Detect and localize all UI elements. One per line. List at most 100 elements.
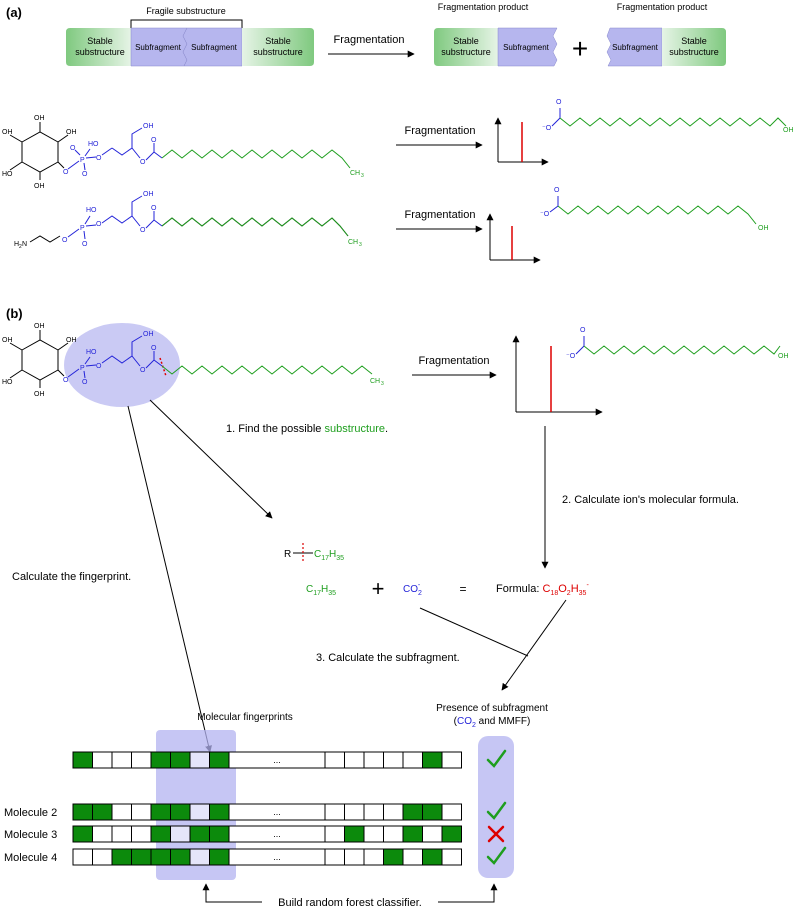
fingerprint-row: Molecule 3... xyxy=(4,825,505,843)
fingerprint-bit-on xyxy=(189,825,210,843)
step1-text: 1. Find the possible substructure. xyxy=(226,423,388,435)
svg-text:O: O xyxy=(96,155,102,162)
fingerprint-bit-on xyxy=(150,803,171,821)
step2-text: 2. Calculate ion's molecular formula. xyxy=(562,494,739,506)
fingerprint-bit-on xyxy=(402,803,423,821)
fingerprint-bit-on xyxy=(441,825,462,843)
row2-fragmentation-label: Fragmentation xyxy=(405,209,476,221)
svg-text:+: + xyxy=(372,576,385,601)
svg-text:HO: HO xyxy=(2,171,13,178)
fragile-substructure-label: Fragile substructure xyxy=(146,6,226,16)
svg-text:OH: OH xyxy=(2,129,13,136)
fingerprint-bit-off xyxy=(441,751,462,769)
fingerprint-bit-off xyxy=(170,825,191,843)
svg-text:OH: OH xyxy=(34,391,45,398)
fingerprint-bit-on xyxy=(402,825,423,843)
fingerprint-bit-off xyxy=(363,803,384,821)
row1-fragmentation-label: Fragmentation xyxy=(405,125,476,137)
svg-text:3: 3 xyxy=(359,242,362,248)
fingerprint-bit-off xyxy=(131,825,152,843)
fingerprint-bit-off xyxy=(383,751,404,769)
fingerprint-bit-on xyxy=(150,848,171,866)
svg-text:⁻O: ⁻O xyxy=(542,125,552,132)
fingerprint-bit-off xyxy=(189,751,210,769)
fingerprint-row: ... xyxy=(72,749,507,769)
fingerprint-bit-on xyxy=(344,825,365,843)
presence-title-1: Presence of subfragment xyxy=(436,703,548,714)
svg-text:O: O xyxy=(96,221,102,228)
svg-text:O: O xyxy=(151,205,157,212)
fingerprint-bit-off xyxy=(72,848,93,866)
fingerprint-bit-on xyxy=(131,848,152,866)
fingerprint-ellipsis: ... xyxy=(273,852,281,862)
fingerprint-bit-off xyxy=(363,751,384,769)
svg-text:CH: CH xyxy=(350,170,360,177)
svg-text:O: O xyxy=(82,241,88,248)
fingerprint-bit-off xyxy=(111,825,132,843)
molecule-label: Molecule 2 xyxy=(4,807,57,819)
fingerprint-bit-on xyxy=(72,803,93,821)
svg-text:O: O xyxy=(140,367,146,374)
panel-b-label: (b) xyxy=(6,306,23,321)
product-block-1: Stable substructure Subfragment xyxy=(434,27,558,67)
fingerprint-bit-off xyxy=(189,803,210,821)
fingerprint-bit-off xyxy=(324,825,345,843)
svg-text:OH: OH xyxy=(783,127,794,134)
svg-text:OH: OH xyxy=(143,123,154,130)
check-icon xyxy=(486,846,507,865)
svg-text:O: O xyxy=(82,379,88,386)
svg-text:O: O xyxy=(580,327,586,334)
fingerprint-bit-off xyxy=(422,825,443,843)
svg-text:P: P xyxy=(80,365,85,372)
svg-text:⁻O: ⁻O xyxy=(540,211,550,218)
fingerprint-bit-on xyxy=(209,803,230,821)
fingerprint-bit-off xyxy=(441,848,462,866)
prod1-stable-line2: substructure xyxy=(441,47,491,57)
classifier-label-bg xyxy=(262,895,438,909)
subfragment-right: Subfragment xyxy=(191,43,238,52)
fingerprint-ellipsis: ... xyxy=(273,807,281,817)
svg-text:C17H35: C17H35 xyxy=(306,584,336,597)
prod2-stable-line1: Stable xyxy=(681,36,707,46)
svg-text:O: O xyxy=(554,187,560,194)
fingerprint-bit-off xyxy=(92,825,113,843)
svg-text:OH: OH xyxy=(2,337,13,344)
fingerprint-bit-on xyxy=(150,825,171,843)
fingerprint-bit-off xyxy=(383,825,404,843)
svg-text:C17H35: C17H35 xyxy=(314,549,344,562)
svg-text:O: O xyxy=(63,169,69,176)
fragile-bracket xyxy=(130,19,243,28)
r-cleavage: R C17H35 xyxy=(284,543,344,562)
svg-text:CO2-: CO2- xyxy=(403,582,422,597)
step3-arrow xyxy=(501,599,567,691)
subfragment-left: Subfragment xyxy=(135,43,182,52)
fingerprint-bit-on xyxy=(422,848,443,866)
svg-text:O: O xyxy=(62,237,68,244)
subfragment-highlight xyxy=(64,323,180,407)
svg-text:P: P xyxy=(80,225,85,232)
svg-text:HO: HO xyxy=(88,141,99,148)
fingerprints-title: Molecular fingerprints xyxy=(197,712,293,723)
svg-text:O: O xyxy=(63,377,69,384)
presence-highlight xyxy=(478,736,514,878)
spectrum-small-1 xyxy=(494,117,549,166)
svg-text:O: O xyxy=(82,171,88,178)
composite-block: Stable substructure Subfragment Subfragm… xyxy=(66,27,314,67)
fingerprint-bit-off xyxy=(324,848,345,866)
fingerprint-rows: ...Molecule 2...Molecule 3...Molecule 4.… xyxy=(4,749,507,866)
svg-text:OH: OH xyxy=(143,331,154,338)
fingerprint-bit-off xyxy=(111,803,132,821)
spectrum-small-2 xyxy=(486,213,541,264)
fingerprint-bit-off xyxy=(111,751,132,769)
fingerprint-arrow xyxy=(127,405,212,753)
fingerprint-bit-on xyxy=(383,848,404,866)
b-fragmentation-label: Fragmentation xyxy=(419,355,490,367)
fingerprint-bit-on xyxy=(422,803,443,821)
svg-text:Formula: C18O2H35-: Formula: C18O2H35- xyxy=(496,582,589,597)
product-fatty-acid-1: ⁻O O OH xyxy=(542,99,794,134)
molecule-label: Molecule 3 xyxy=(4,829,57,841)
fingerprint-bit-on xyxy=(170,751,191,769)
fingerprint-bit-off xyxy=(92,751,113,769)
